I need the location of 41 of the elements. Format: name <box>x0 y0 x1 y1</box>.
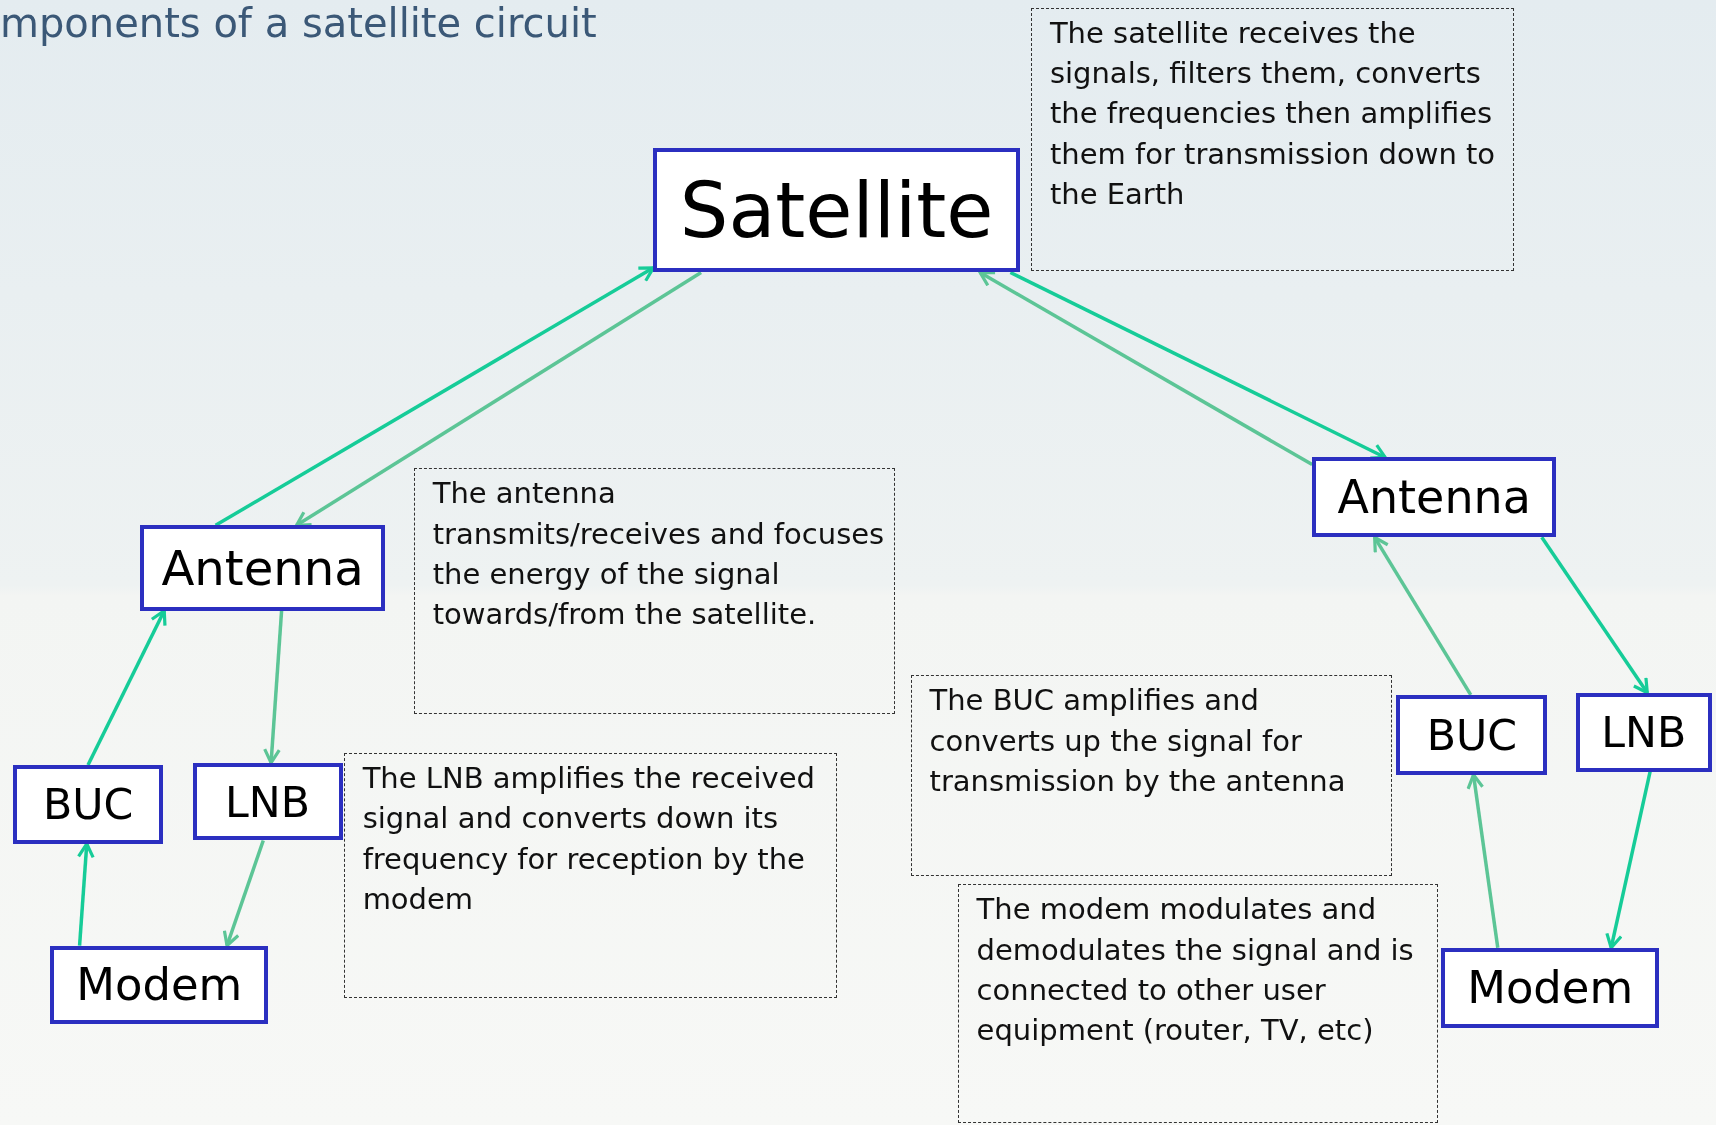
arrow <box>1373 535 1473 696</box>
note-box <box>413 468 896 714</box>
component-box <box>1396 694 1548 775</box>
description-text: The antenna transmits/receives and focuses the energy of the signal towards/from the satellite. <box>432 475 885 634</box>
arrow <box>1540 536 1649 695</box>
component-label: Antenna <box>1337 470 1531 525</box>
slide-title: mponents of a satellite circuit <box>0 0 597 46</box>
arrow <box>1605 771 1652 950</box>
component-label: BUC <box>1426 709 1518 760</box>
component-box <box>1575 692 1712 772</box>
arrow <box>978 270 1314 467</box>
note-box <box>343 752 838 999</box>
component-label: Modem <box>1467 961 1634 1015</box>
component-box <box>50 945 269 1025</box>
note-box <box>957 884 1438 1123</box>
description-text: The satellite receives the signals, filters them, converts the frequencies then amplifies them for transmission down to the Earth <box>1049 14 1497 213</box>
component-label: LNB <box>225 776 311 827</box>
arrow <box>76 842 95 946</box>
component-label: Satellite <box>679 165 994 255</box>
arrow <box>263 610 284 765</box>
note-box <box>910 675 1393 876</box>
component-box <box>1312 457 1557 538</box>
arrow <box>1009 270 1387 460</box>
component-label: LNB <box>1601 707 1687 758</box>
component-box <box>192 762 343 841</box>
arrow <box>86 609 167 766</box>
arrow <box>1466 773 1500 948</box>
description-text: The BUC amplifies and converts up the signal for transmission by the antenna <box>929 682 1347 800</box>
component-label: BUC <box>42 779 134 830</box>
component-label: Antenna <box>161 539 364 596</box>
component-box <box>1441 947 1660 1028</box>
description-text: The modem modulates and demodulates the signal and is connected to other user equipment (router, TV, etc) <box>976 891 1415 1050</box>
component-label: Modem <box>76 958 243 1012</box>
description-text: The LNB amplifies the received signal and converts down its frequency for reception by the modem <box>362 759 816 918</box>
component-box <box>140 525 386 611</box>
arrow <box>294 271 702 527</box>
component-box <box>13 764 164 844</box>
arrow <box>222 839 265 948</box>
component-box <box>653 147 1020 273</box>
arrow <box>214 266 655 527</box>
note-box <box>1030 7 1514 272</box>
